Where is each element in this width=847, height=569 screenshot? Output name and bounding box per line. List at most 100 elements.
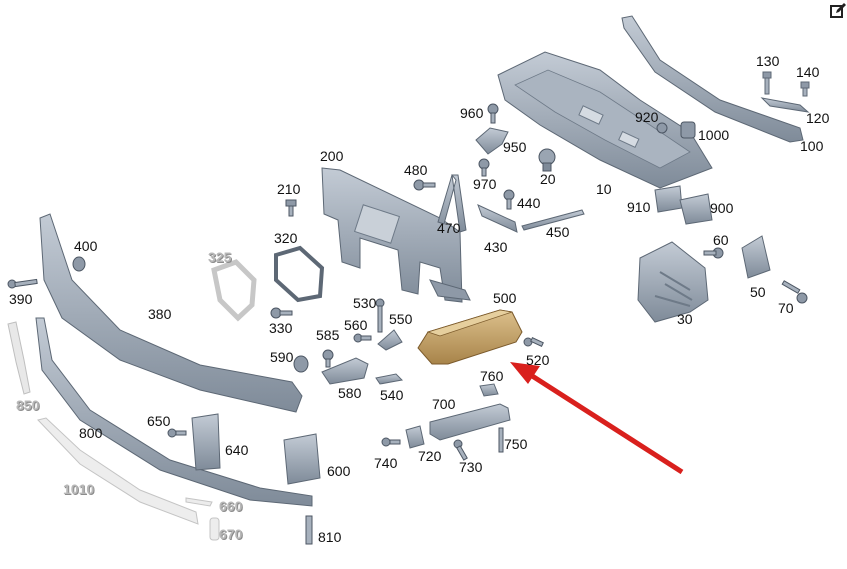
label-30[interactable]: 30	[677, 311, 693, 327]
label-400[interactable]: 400	[74, 238, 98, 254]
part-660-clip[interactable]	[185, 497, 213, 507]
label-730[interactable]: 730	[459, 459, 483, 475]
part-720-bracket[interactable]	[405, 425, 425, 449]
part-585-screw[interactable]	[322, 349, 334, 368]
part-1010-trim[interactable]	[37, 417, 199, 525]
part-210-bolt[interactable]	[285, 199, 297, 217]
part-325-bracket[interactable]	[211, 259, 257, 322]
part-970-screw[interactable]	[478, 158, 490, 177]
part-500-highlighted-absorber[interactable]	[417, 309, 523, 365]
part-800-lower-beam[interactable]	[35, 317, 313, 507]
part-50-bracket[interactable]	[741, 235, 771, 279]
part-440-screw[interactable]	[503, 189, 515, 210]
part-430-bracket[interactable]	[477, 204, 518, 233]
label-330[interactable]: 330	[269, 320, 293, 336]
part-470-strut[interactable]	[437, 173, 467, 233]
label-970[interactable]: 970	[473, 176, 497, 192]
label-600[interactable]: 600	[327, 463, 351, 479]
part-700-tow-bracket[interactable]	[429, 403, 511, 441]
label-910[interactable]: 910	[627, 199, 651, 215]
label-140[interactable]: 140	[796, 64, 820, 80]
label-660[interactable]: 660	[219, 498, 243, 514]
part-950-bracket[interactable]	[475, 127, 509, 155]
label-560[interactable]: 560	[344, 317, 368, 333]
label-200[interactable]: 200	[320, 148, 344, 164]
label-650[interactable]: 650	[147, 413, 171, 429]
label-920[interactable]: 920	[635, 109, 659, 125]
label-60[interactable]: 60	[713, 232, 729, 248]
part-450-rod[interactable]	[521, 209, 585, 231]
part-100-upper-bar[interactable]	[621, 15, 804, 143]
label-120[interactable]: 120	[806, 110, 830, 126]
edit-button[interactable]	[829, 2, 847, 20]
label-720[interactable]: 720	[418, 448, 442, 464]
part-520-bolt[interactable]	[523, 336, 544, 348]
label-760[interactable]: 760	[480, 368, 504, 384]
part-560-screw[interactable]	[353, 333, 372, 343]
part-580-bracket[interactable]	[321, 357, 369, 385]
label-70[interactable]: 70	[778, 300, 794, 316]
part-960-bolt[interactable]	[487, 103, 499, 124]
part-590-plug[interactable]	[293, 355, 309, 373]
label-740[interactable]: 740	[374, 455, 398, 471]
label-470[interactable]: 470	[437, 220, 461, 236]
label-20[interactable]: 20	[540, 171, 556, 187]
label-670[interactable]: 670	[219, 526, 243, 542]
part-60-screw[interactable]	[703, 247, 724, 259]
part-600-bracket[interactable]	[283, 433, 321, 485]
part-120-bracket[interactable]	[760, 97, 810, 113]
label-960[interactable]: 960	[460, 105, 484, 121]
part-730-screw[interactable]	[453, 439, 468, 461]
part-200-front-module-carrier[interactable]	[321, 167, 471, 303]
part-760-nut[interactable]	[479, 383, 499, 397]
label-100[interactable]: 100	[800, 138, 824, 154]
label-440[interactable]: 440	[517, 195, 541, 211]
part-30-crash-mount[interactable]	[637, 241, 709, 323]
label-1000[interactable]: 1000	[698, 127, 730, 143]
part-140-bolt[interactable]	[800, 81, 810, 97]
part-400-plug[interactable]	[72, 256, 86, 272]
part-540-clip[interactable]	[375, 373, 404, 385]
label-580[interactable]: 580	[338, 385, 362, 401]
label-520[interactable]: 520	[526, 352, 550, 368]
label-950[interactable]: 950	[503, 139, 527, 155]
label-700[interactable]: 700	[432, 396, 456, 412]
part-850-trim[interactable]	[7, 321, 31, 395]
part-670-clip[interactable]	[209, 517, 220, 541]
label-540[interactable]: 540	[380, 387, 404, 403]
label-10[interactable]: 10	[596, 181, 612, 197]
part-390-screw[interactable]	[7, 278, 38, 289]
label-810[interactable]: 810	[318, 529, 342, 545]
part-330-screw[interactable]	[270, 307, 293, 319]
part-650-screw[interactable]	[167, 428, 187, 438]
label-450[interactable]: 450	[546, 224, 570, 240]
part-380-bumper-beam[interactable]	[39, 213, 303, 413]
label-325[interactable]: 325	[208, 249, 232, 265]
part-900-bracket[interactable]	[679, 193, 713, 225]
part-810-bolt[interactable]	[305, 515, 313, 545]
label-130[interactable]: 130	[756, 53, 780, 69]
label-530[interactable]: 530	[353, 295, 377, 311]
label-585[interactable]: 585	[316, 327, 340, 343]
part-910-bracket[interactable]	[654, 185, 683, 213]
label-480[interactable]: 480	[404, 162, 428, 178]
label-590[interactable]: 590	[270, 349, 294, 365]
part-130-bolt[interactable]	[762, 71, 772, 95]
part-10-upper-carrier[interactable]	[497, 51, 713, 189]
part-320-bracket[interactable]	[274, 245, 325, 303]
part-480-bolt[interactable]	[413, 179, 436, 191]
label-390[interactable]: 390	[9, 291, 33, 307]
label-50[interactable]: 50	[750, 284, 766, 300]
label-320[interactable]: 320	[274, 230, 298, 246]
part-640-bracket[interactable]	[191, 413, 221, 471]
label-850[interactable]: 850	[16, 397, 40, 413]
part-20-grommet[interactable]	[538, 148, 556, 172]
part-70-bolt[interactable]	[781, 280, 808, 304]
label-900[interactable]: 900	[710, 200, 734, 216]
part-1000-clip[interactable]	[680, 121, 696, 139]
label-640[interactable]: 640	[225, 442, 249, 458]
label-750[interactable]: 750	[504, 436, 528, 452]
part-750-pin[interactable]	[498, 427, 504, 453]
label-380[interactable]: 380	[148, 306, 172, 322]
part-920-fastener[interactable]	[656, 122, 668, 134]
